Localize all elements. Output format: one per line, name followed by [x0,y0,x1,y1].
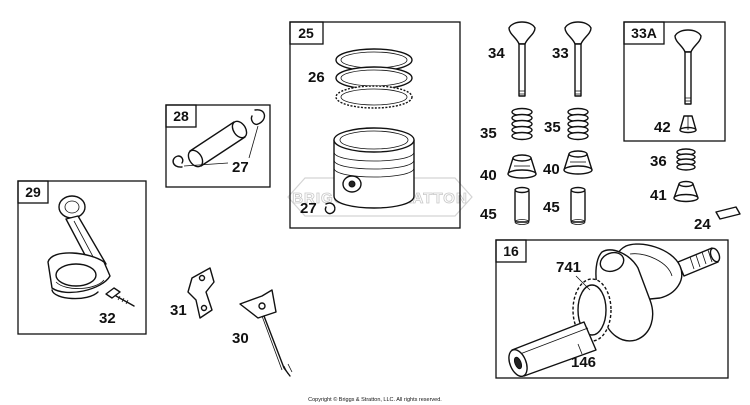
exhaust-guide-callout: 45 [480,206,497,223]
exhaust-valve-spring [511,107,533,141]
crank-key-callout: 24 [694,216,711,233]
exhaust-spring-callout: 35 [480,125,497,142]
timing-gear-callout: 741 [556,259,581,276]
intake-spring-retainer [563,150,593,175]
main-journal-callout: 146 [571,354,596,371]
crankshaft-number: 16 [503,243,519,259]
exhaust-valve-guide [514,186,530,225]
kit-spring-callout: 36 [650,153,667,170]
piston-rings-callout: 26 [308,69,325,86]
piston-pin-group: 28 27 [165,104,271,188]
crankshaft-key [715,206,741,220]
exhaust-valve-stack: 34 35 40 45 [480,21,537,225]
valve-kit-number: 33A [631,25,657,41]
intake-valve-spring [567,107,589,141]
valve-kit-box [623,21,726,142]
valve-kit-tag [623,21,665,45]
exhaust-spring-retainer [507,154,537,179]
connecting-rod-group: 29 32 [17,180,147,335]
rod-lock-callout: 31 [170,302,187,319]
exhaust-valve-callout: 34 [488,45,505,62]
piston-assembly-group: 25 26 27 [289,21,461,229]
valve-kit-group: 33A 42 [623,21,726,142]
pin-lock-clip-piston [324,202,336,215]
exhaust-retainer-callout: 40 [480,167,497,184]
piston-pin-tag [165,104,197,128]
rod-small-end [58,195,86,219]
connecting-rod-box [17,180,147,335]
exhaust-valve [508,21,536,97]
intake-retainer-callout: 40 [543,161,560,178]
intake-valve-callout: 33 [552,45,569,62]
connecting-rod-tag [17,180,49,204]
intake-valve-guide [570,186,586,225]
crankshaft [508,243,721,378]
kit-spring [676,148,696,171]
kit-valve [674,29,702,105]
piston-assembly-tag [289,21,324,45]
rod-bore [55,263,97,287]
crankshaft-group: 16 741 146 [495,239,729,379]
piston-pin-number: 28 [173,108,189,124]
intake-valve-stack: 33 35 40 45 [543,21,593,225]
crankshaft-box [495,239,729,379]
pin-lock-clip-lower [172,155,229,168]
piston-pin-box [165,104,271,188]
piston-pin-lock-callout: 27 [300,200,317,217]
kit-retainer-key [679,115,697,134]
pin-lock-clip-upper [248,109,266,159]
piston-pin [187,120,248,168]
rod-bolt-callout: 32 [99,310,116,327]
pin-lock-callout: 27 [232,159,249,176]
crankshaft-tag [495,239,527,263]
kit-spring-retainer [673,180,699,203]
kit-key-callout: 42 [654,119,671,136]
piston-assembly-box [289,21,461,229]
rod-lock-plate [187,267,215,319]
intake-spring-callout: 35 [544,119,561,136]
piston [333,127,415,209]
intake-valve [564,21,592,97]
intake-guide-callout: 45 [543,199,560,216]
piston-rings [335,48,413,109]
kit-retainer-callout: 41 [650,187,667,204]
oil-dipper [239,289,293,377]
rod-bolt [105,287,135,307]
connecting-rod-number: 29 [25,184,41,200]
piston-assembly-number: 25 [298,25,314,41]
dipper-callout: 30 [232,330,249,347]
copyright-notice: Copyright © Briggs & Stratton, LLC. All … [308,396,442,403]
